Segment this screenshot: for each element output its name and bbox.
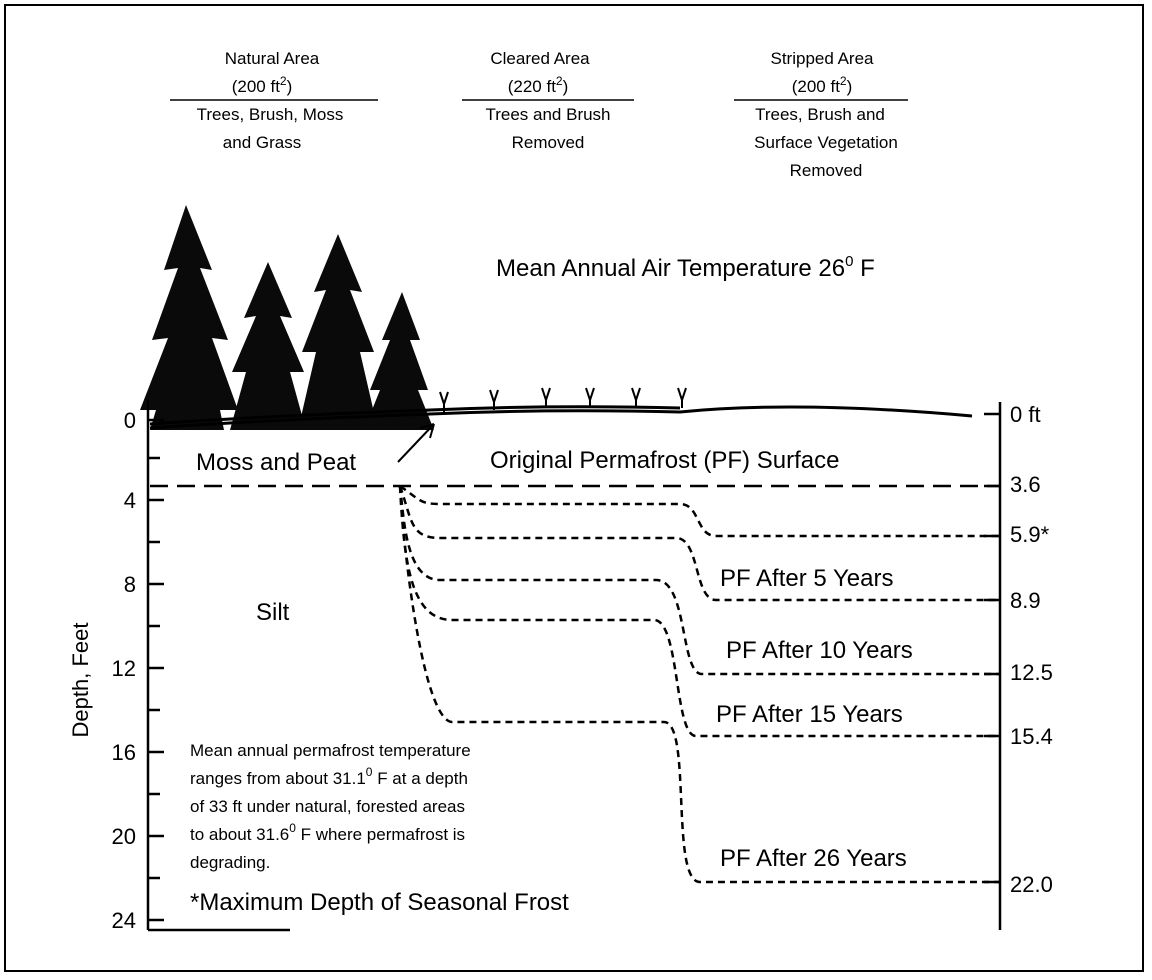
pf-after-5-years-label: PF After 5 Years bbox=[720, 565, 893, 592]
left-depth-axis: 0 4 8 12 16 20 24 Depth, Feet bbox=[68, 400, 290, 933]
figure-frame bbox=[4, 4, 1144, 972]
left-tick-label: 4 bbox=[124, 488, 136, 513]
pf-after-26-years-label: PF After 26 Years bbox=[720, 845, 907, 872]
header-natural-area: Natural Area (200 ft2) Trees, Brush, Mos… bbox=[170, 49, 378, 152]
header-cleared-area: Cleared Area (220 ft2) Trees and Brush R… bbox=[462, 49, 634, 152]
header-cleared-area-size: (220 ft2) bbox=[508, 74, 569, 96]
brush-icon bbox=[541, 387, 551, 408]
header-natural-desc-2: and Grass bbox=[223, 133, 301, 152]
pf-after-5-years-curve bbox=[398, 485, 1000, 602]
tree-illustration bbox=[140, 205, 434, 430]
header-stripped-area-size: (200 ft2) bbox=[792, 74, 853, 96]
seasonal-frost-footnote: *Maximum Depth of Seasonal Frost bbox=[190, 889, 569, 916]
right-tick-label: 22.0 bbox=[1010, 872, 1053, 897]
right-tick-label: 3.6 bbox=[1010, 472, 1041, 497]
note-line-3: of 33 ft under natural, forested areas bbox=[190, 797, 465, 816]
note-line-2: ranges from about 31.10 F at a depth bbox=[190, 765, 468, 788]
brush-icon bbox=[677, 387, 687, 408]
left-tick-label: 12 bbox=[112, 656, 136, 681]
header-natural-area-size: (200 ft2) bbox=[232, 74, 293, 96]
left-tick-label: 16 bbox=[112, 740, 136, 765]
header-cleared-title: Cleared Area bbox=[490, 49, 590, 68]
note-line-5: degrading. bbox=[190, 853, 270, 872]
left-tick-label: 8 bbox=[124, 572, 136, 597]
pf-after-10-years-curve bbox=[398, 485, 1000, 676]
right-tick-label: 0 ft bbox=[1010, 402, 1041, 427]
seasonal-frost-curve bbox=[399, 484, 1000, 538]
pf-after-10-years-label: PF After 10 Years bbox=[726, 637, 913, 664]
note-line-1: Mean annual permafrost temperature bbox=[190, 741, 471, 760]
tree-icon bbox=[230, 262, 306, 430]
permafrost-degradation-curves bbox=[398, 484, 1000, 884]
moss-and-peat-label: Moss and Peat bbox=[196, 449, 356, 476]
air-temperature-label: Mean Annual Air Temperature 260 F bbox=[496, 253, 875, 282]
right-tick-label: 15.4 bbox=[1010, 724, 1053, 749]
right-tick-label: 8.9 bbox=[1010, 588, 1041, 613]
header-cleared-desc-2: Removed bbox=[512, 133, 585, 152]
right-tick-label: 12.5 bbox=[1010, 660, 1053, 685]
right-tick-label: 5.9* bbox=[1010, 522, 1050, 547]
header-natural-desc-1: Trees, Brush, Moss bbox=[197, 105, 344, 124]
original-pf-surface-label: Original Permafrost (PF) Surface bbox=[490, 447, 839, 474]
header-stripped-area: Stripped Area (200 ft2) Trees, Brush and… bbox=[734, 49, 908, 180]
tree-icon bbox=[364, 292, 434, 430]
pf-after-15-years-label: PF After 15 Years bbox=[716, 701, 903, 728]
silt-label: Silt bbox=[256, 599, 290, 626]
note-line-4: to about 31.60 F where permafrost is bbox=[190, 821, 465, 844]
right-depth-axis: 0 ft 3.6 5.9* 8.9 12.5 15.4 22.0 bbox=[984, 402, 1053, 930]
header-stripped-desc-2: Surface Vegetation bbox=[754, 133, 898, 152]
header-stripped-desc-1: Trees, Brush and bbox=[755, 105, 885, 124]
moss-peat-layer bbox=[149, 405, 681, 426]
permafrost-temperature-note: Mean annual permafrost temperature range… bbox=[190, 741, 471, 872]
pf-after-26-years-curve bbox=[398, 485, 1000, 884]
brush-icon bbox=[631, 387, 641, 408]
header-stripped-desc-3: Removed bbox=[790, 161, 863, 180]
tree-icon bbox=[140, 205, 238, 430]
header-natural-title: Natural Area bbox=[225, 49, 320, 68]
tree-icon bbox=[298, 234, 378, 430]
brush-icon bbox=[585, 387, 595, 408]
header-cleared-desc-1: Trees and Brush bbox=[485, 105, 610, 124]
left-tick-label: 20 bbox=[112, 824, 136, 849]
left-tick-label: 24 bbox=[112, 908, 136, 933]
moss-peat-arrow bbox=[397, 423, 435, 463]
left-tick-label: 0 bbox=[124, 408, 136, 433]
ground-surface-line bbox=[149, 405, 973, 430]
left-axis-label: Depth, Feet bbox=[68, 623, 93, 738]
header-stripped-title: Stripped Area bbox=[770, 49, 874, 68]
